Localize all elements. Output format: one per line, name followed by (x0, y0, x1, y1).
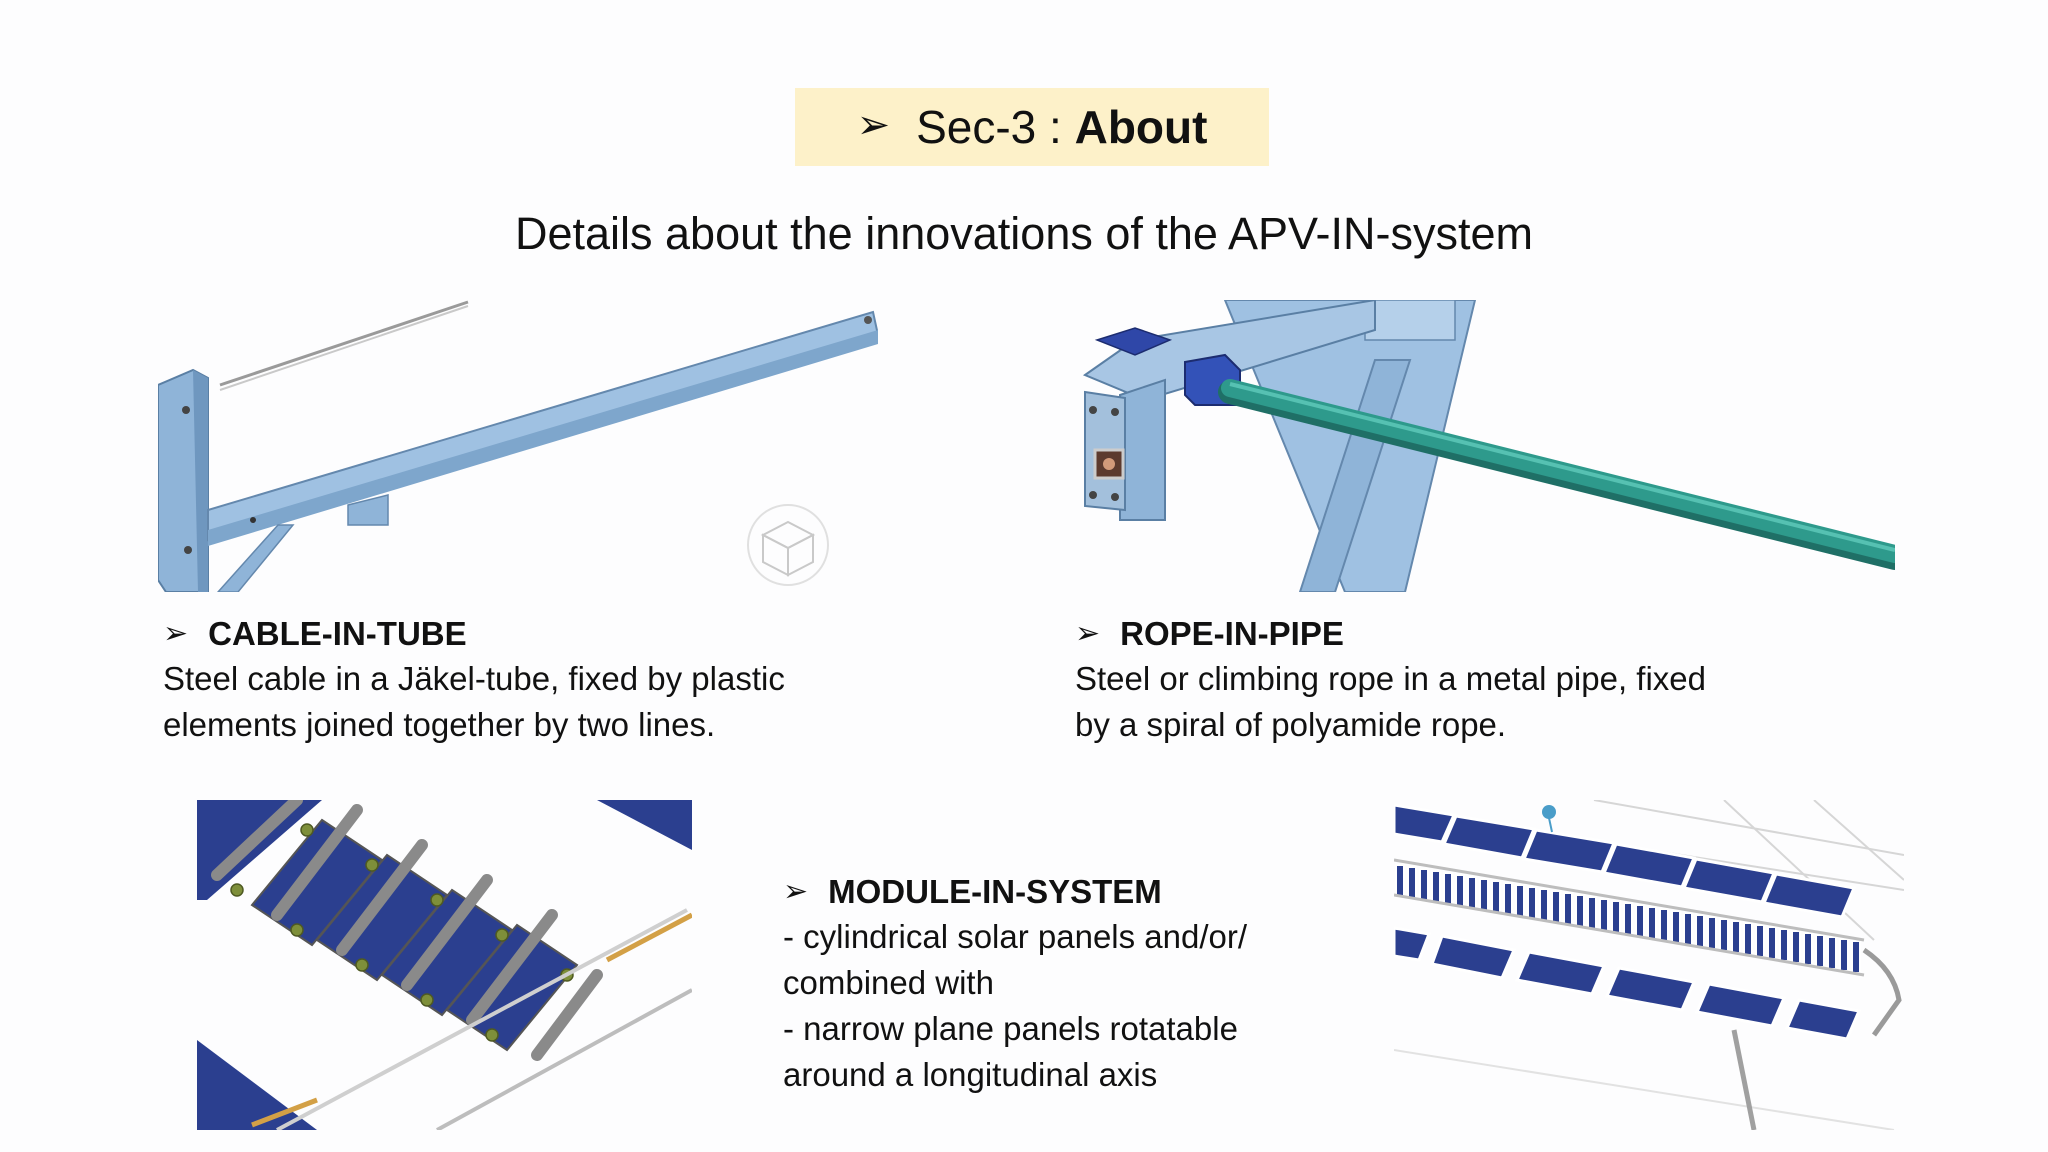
arrow-bullet-icon: ➢ (856, 103, 891, 147)
cable-in-tube-title: CABLE-IN-TUBE (208, 615, 467, 652)
section-title: About (1074, 101, 1208, 153)
rope-in-pipe-block: ➢ ROPE-IN-PIPE Steel or climbing rope in… (1075, 612, 1835, 748)
rope-in-pipe-title: ROPE-IN-PIPE (1120, 615, 1344, 652)
arrow-bullet-icon: ➢ (163, 617, 189, 650)
module-in-system-title: MODULE-IN-SYSTEM (828, 873, 1162, 910)
module-in-system-image-right (1394, 800, 1904, 1130)
arrow-bullet-icon: ➢ (1075, 617, 1101, 650)
rope-in-pipe-description: Steel or climbing rope in a metal pipe, … (1075, 660, 1706, 743)
module-in-system-title-row: ➢ MODULE-IN-SYSTEM (783, 870, 1343, 914)
cable-in-tube-title-row: ➢ CABLE-IN-TUBE (163, 612, 883, 656)
cable-in-tube-description: Steel cable in a Jäkel-tube, fixed by pl… (163, 660, 785, 743)
cable-in-tube-block: ➢ CABLE-IN-TUBE Steel cable in a Jäkel-t… (163, 612, 883, 748)
rope-in-pipe-title-row: ➢ ROPE-IN-PIPE (1075, 612, 1835, 656)
page-subtitle: Details about the innovations of the APV… (514, 208, 1534, 259)
section-banner: ➢ Sec-3 : About (795, 88, 1269, 166)
rope-in-pipe-image (1075, 300, 1895, 592)
section-prefix: Sec-3 : (916, 101, 1075, 153)
module-in-system-description: - cylindrical solar panels and/or/ combi… (783, 918, 1248, 1093)
module-in-system-block: ➢ MODULE-IN-SYSTEM - cylindrical solar p… (783, 870, 1343, 1098)
module-in-system-image-left (197, 800, 692, 1130)
arrow-bullet-icon: ➢ (783, 875, 809, 908)
cable-in-tube-image (158, 300, 878, 592)
